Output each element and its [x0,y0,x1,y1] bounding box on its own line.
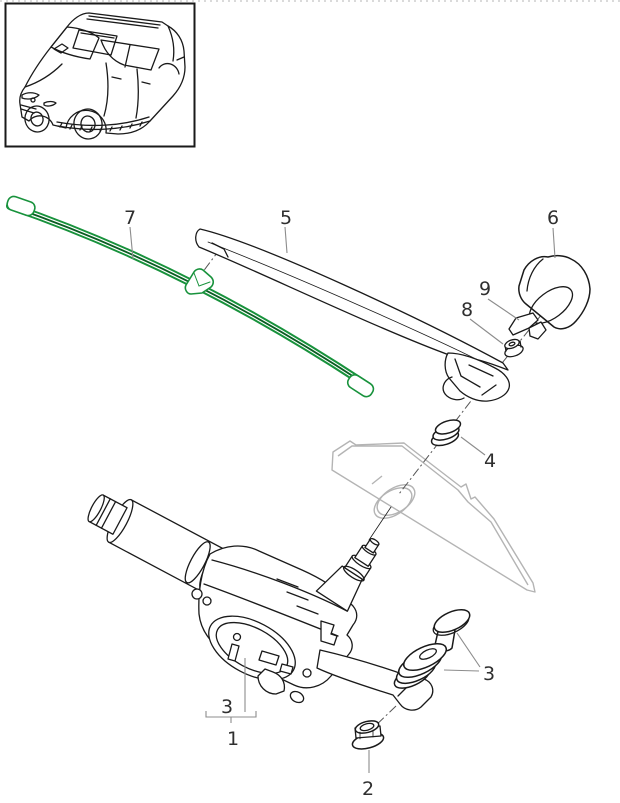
leader-lines [129,226,556,773]
blade-end-cap-right [346,374,375,398]
vehicle-thumbnail [4,2,196,148]
wiper-blade-part7 [6,195,375,398]
callout-7[interactable]: 7 [124,207,136,229]
nut-part8 [504,338,524,358]
callout-8[interactable]: 8 [461,299,473,321]
motor-pivot-shaft [315,537,380,612]
callout-5[interactable]: 5 [280,207,292,229]
wiper-arm-pivot-head [442,352,511,402]
nut-part2 [351,720,385,750]
wiper-arm-part5 [195,228,511,402]
grommet-part4 [430,419,462,447]
mount-bushing-part3 [432,608,471,652]
callout-1[interactable]: 1 [227,728,239,750]
blade-connector-clip [184,268,215,295]
callout-9[interactable]: 9 [479,278,491,300]
rear-panel-outline [331,440,536,593]
callout-6[interactable]: 6 [547,207,559,229]
cap-part6 [518,254,591,330]
mount-grommet-part3 [393,642,448,689]
callout-bracket [205,711,257,723]
callout-3-group[interactable]: 3 [483,663,495,685]
callout-4[interactable]: 4 [484,450,496,472]
blade-end-cap-left [6,195,36,217]
suv-line-drawing-icon [19,12,186,140]
wiper-motor-part1 [87,494,434,711]
callout-3-bracket[interactable]: 3 [221,696,233,718]
callout-2[interactable]: 2 [362,778,374,800]
